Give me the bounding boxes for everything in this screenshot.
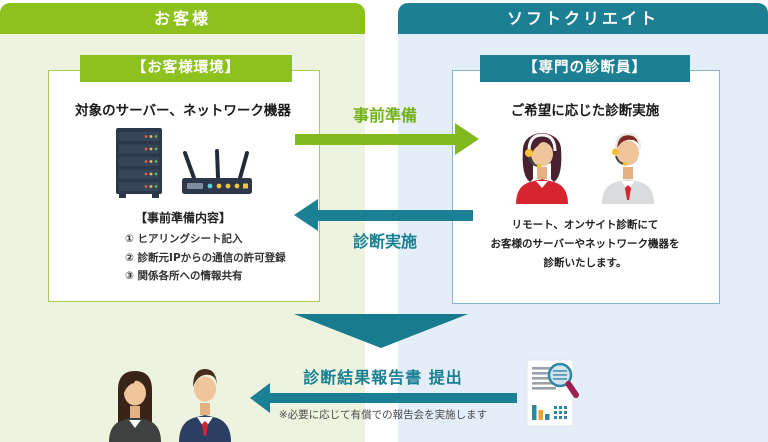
prep-item-1: ① ヒアリングシート記入 [125, 233, 243, 245]
customer-column-header: お客様 [0, 3, 365, 34]
female-customer-icon [109, 371, 161, 442]
female-operator-icon [516, 133, 568, 204]
prep-contents-title: 【事前準備内容】 [134, 211, 231, 225]
specialist-tab: 【専門の診断員】 [480, 55, 690, 82]
bar-chart-icon [532, 405, 550, 420]
prep-item-3: ③ 関係各所への情報共有 [125, 270, 243, 282]
dot-grid-icon [554, 406, 567, 419]
report-document-icon [524, 358, 586, 434]
customer-environment-title: 対象のサーバー、ネットワーク機器 [75, 103, 291, 119]
server-icon [116, 128, 162, 198]
prep-arrow-shaft [295, 134, 455, 145]
prep-contents-list: ① ヒアリングシート記入 ② 診断元IPからの通信の許可登録 ③ 関係各所への情… [125, 230, 286, 286]
male-customer-icon [179, 369, 231, 442]
operator-icons [502, 122, 668, 208]
softcreate-column-header: ソフトクリエイト [398, 3, 768, 34]
report-flow-label: 診断結果報告書 提出 [303, 368, 463, 387]
router-icon [182, 149, 252, 194]
desc-line-3: 診断いたします。 [543, 257, 627, 269]
down-arrow-icon [294, 314, 468, 348]
customer-environment-tab: 【お客様環境】 [80, 55, 292, 82]
report-arrow-left-icon [250, 383, 270, 413]
report-note: ※必要に応じて有償での報告会を実施します [278, 409, 488, 421]
prep-flow-label: 事前準備 [352, 106, 417, 125]
male-operator-icon [602, 132, 654, 204]
specialist-description: リモート、オンサイト診断にて お客様のサーバーやネットワーク機器を 診断いたしま… [452, 216, 718, 273]
server-router-icons [106, 126, 260, 206]
customer-icons [103, 358, 243, 442]
magnifier-icon [547, 362, 579, 398]
diagnose-flow-label: 診断実施 [352, 232, 417, 251]
customer-environment-box [48, 70, 320, 302]
diagnose-arrow-shaft [318, 210, 473, 221]
prep-item-2: ② 診断元IPからの通信の許可登録 [125, 251, 286, 264]
prep-arrow-right-icon [455, 123, 479, 155]
report-arrow-shaft [270, 393, 517, 403]
specialist-title: ご希望に応じた診断実施 [510, 103, 660, 119]
desc-line-1: リモート、オンサイト診断にて [511, 219, 659, 231]
specialist-box [452, 70, 720, 304]
desc-line-2: お客様のサーバーやネットワーク機器を [490, 238, 680, 250]
diagnose-arrow-left-icon [294, 199, 318, 231]
